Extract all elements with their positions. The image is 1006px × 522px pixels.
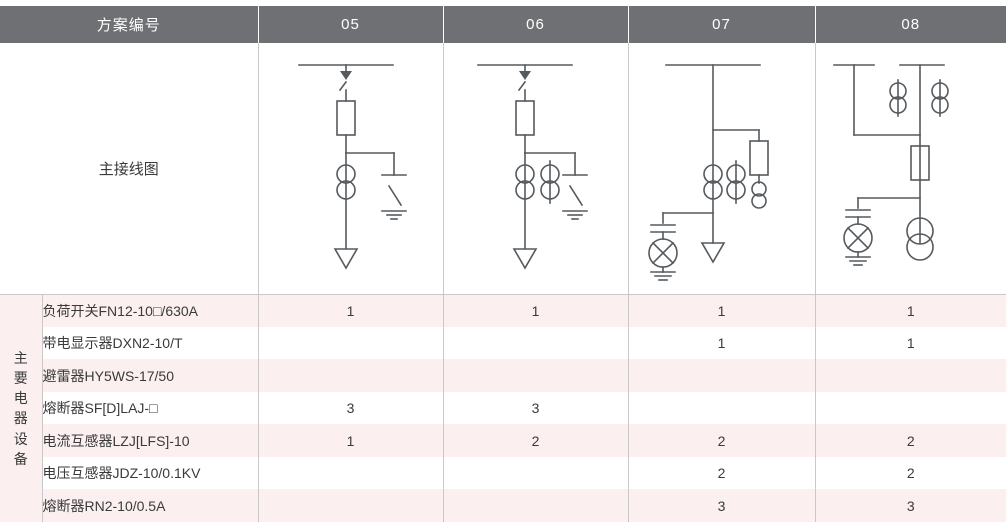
cell-surge-arrester-05 [258,359,444,392]
group-label-char: 要 [13,369,28,386]
cable-down-arrow [333,248,358,270]
diagram-cell-08 [815,43,1006,295]
pad-cell [0,0,1006,7]
cell-live-indicator-07: 1 [628,326,816,360]
group-label-char: 设 [13,430,28,447]
row-label-surge-arrester: 避雷器HY5WS-17/50 [42,359,259,392]
cell-voltage-transformer-06 [443,456,629,490]
cell-load-switch-05: 1 [258,294,444,327]
cell-current-transformer-06: 2 [443,424,629,457]
ct-double-circle-2 [725,164,746,185]
diagram-section-label: 主接线图 [0,42,259,295]
row-label-live-indicator: 带电显示器DXN2-10/T [42,326,259,360]
group-label-char: 备 [13,451,28,468]
load-switch-symbol [339,71,352,81]
cell-load-switch-06: 1 [443,294,629,327]
table-row: 电压互感器JDZ-10/0.1KV 2 2 [0,456,1006,490]
table-row: 避雷器HY5WS-17/50 [0,359,1006,392]
row-label-voltage-transformer: 电压互感器JDZ-10/0.1KV [42,456,259,490]
single-line-diagram-08 [832,64,949,267]
group-label-char: 主 [13,349,28,366]
cell-voltage-transformer-07: 2 [628,456,816,490]
fuse-rectangle [514,100,535,137]
table-row: 熔断器SF[D]LAJ-□ 3 3 [0,391,1006,425]
group-label-char: 电 [13,390,28,407]
cell-fuse-sfd-08 [815,391,1006,425]
diagram-cell-05 [258,42,444,295]
row-label-load-switch: 负荷开关FN12-10□/630A [42,294,259,327]
cell-fuse-rn2-08: 3 [815,489,1006,522]
table-row: 主 要 电 器 设 备 负荷开关FN12-10□/630A 1 1 1 1 [0,294,1006,522]
fuse-rectangle [909,145,930,182]
header-row: 方案编号 05 06 07 08 [0,6,1006,43]
row-label-fuse-sfd: 熔断器SF[D]LAJ-□ [42,391,259,425]
cell-surge-arrester-06 [443,359,629,392]
header-col-05[interactable]: 05 [258,6,444,43]
cable-down-arrow [512,248,537,270]
header-top-pad [0,0,1006,7]
fuse-rectangle [335,100,356,137]
transformer-twin-circle [905,217,934,246]
ct-double-circle-2 [539,164,560,185]
cell-fuse-rn2-06 [443,489,629,522]
fuse-rectangle [748,140,769,177]
row-label-current-transformer: 电流互感器LZJ[LFS]-10 [42,424,259,457]
cell-surge-arrester-08 [815,359,1006,392]
ct-double-circle [702,164,723,185]
group-label-main-equipment: 主 要 电 器 设 备 [0,294,43,522]
cell-fuse-rn2-05 [258,489,444,522]
load-switch-symbol [518,71,531,81]
cable-down-arrow [700,242,725,264]
diagram-cell-06 [443,42,629,295]
table-row: 带电显示器DXN2-10/T 1 1 [0,326,1006,360]
cell-current-transformer-05: 1 [258,424,444,457]
table-row: 电流互感器LZJ[LFS]-10 1 2 2 2 [0,424,1006,457]
ct-double-circle [335,164,356,185]
diagram-cell-07 [628,42,816,295]
row-label-fuse-rn2: 熔断器RN2-10/0.5A [42,489,259,522]
cell-live-indicator-08: 1 [815,326,1006,360]
cell-voltage-transformer-08: 2 [815,456,1006,490]
cell-fuse-rn2-07: 3 [628,489,816,522]
cell-current-transformer-07: 2 [628,424,816,457]
cell-fuse-sfd-06: 3 [443,391,629,425]
cell-load-switch-08: 1 [815,294,1006,327]
group-label-char: 器 [13,410,28,427]
header-col-06[interactable]: 06 [443,6,629,43]
cell-current-transformer-08: 2 [815,424,1006,457]
single-line-diagram-07 [647,64,769,282]
single-line-diagram-06 [476,64,588,270]
cell-fuse-sfd-07 [628,391,816,425]
cell-live-indicator-05 [258,326,444,360]
ct-double-circle [514,164,535,185]
ct-small-circle [750,181,767,198]
single-line-diagram-row: 主接线图 [0,42,1006,295]
cell-load-switch-07: 1 [628,294,816,327]
header-scheme-label: 方案编号 [0,6,259,43]
header-col-07[interactable]: 07 [628,6,816,43]
header-col-08[interactable]: 08 [815,6,1006,43]
cell-fuse-sfd-05: 3 [258,391,444,425]
cell-surge-arrester-07 [628,359,816,392]
single-line-diagram-05 [297,64,407,270]
cell-voltage-transformer-05 [258,456,444,490]
cell-live-indicator-06 [443,326,629,360]
table-row: 熔断器RN2-10/0.5A 3 3 [0,489,1006,522]
